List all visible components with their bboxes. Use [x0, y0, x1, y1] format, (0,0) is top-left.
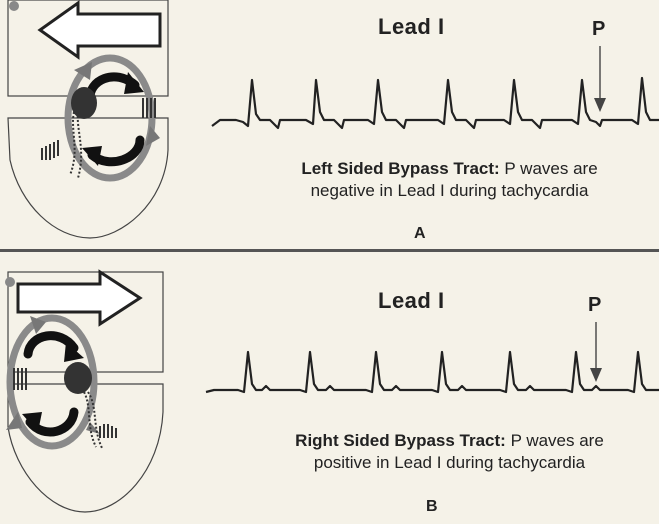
bundle-branch	[76, 111, 83, 179]
ring-arrow-head	[30, 316, 46, 334]
sinus-node-icon	[5, 277, 15, 287]
av-node-icon	[71, 87, 97, 119]
caption-rest: P waves are	[505, 431, 604, 450]
black-arrow-head	[64, 342, 84, 362]
bypass-tract-hatch	[13, 368, 27, 390]
black-arrow-head	[124, 72, 144, 94]
p-wave-label: P	[588, 294, 602, 316]
panel-b-graphics	[5, 269, 659, 513]
av-node-icon	[64, 362, 92, 394]
down-arrow-icon	[590, 322, 602, 382]
reentry-loop-icon	[6, 314, 98, 450]
conduction-arrow-icon	[37, 0, 162, 60]
lead-title: Lead I	[378, 14, 445, 39]
ecg-trace-b	[205, 350, 659, 394]
lead-title: Lead I	[378, 288, 445, 313]
panel-a-graphics	[7, 0, 659, 239]
caption-bold: Right Sided Bypass Tract:	[295, 431, 506, 450]
his-bundle-hatch	[41, 140, 59, 160]
caption-line-2: negative in Lead I during tachycardia	[310, 181, 589, 200]
caption-line-1: Left Sided Bypass Tract: P waves are	[240, 158, 659, 180]
heart-diagram-b	[5, 269, 164, 513]
ring-arrow-head	[6, 412, 22, 430]
bundle-branch	[69, 111, 76, 176]
caption-line-1: Right Sided Bypass Tract: P waves are	[240, 430, 659, 452]
caption-bold: Left Sided Bypass Tract:	[301, 159, 500, 178]
p-wave-label: P	[592, 18, 606, 40]
caption-a: Left Sided Bypass Tract: P waves are neg…	[240, 158, 659, 202]
ventricle-outline	[7, 383, 164, 513]
caption-b: Right Sided Bypass Tract: P waves are po…	[240, 430, 659, 474]
bundle-branch	[83, 391, 97, 448]
bundle-branch	[87, 391, 103, 449]
panel-letter: B	[426, 498, 438, 515]
panel-a: Lead I P Left Sided Bypass Tract: P wave…	[0, 0, 659, 250]
his-bundle-hatch	[99, 424, 117, 438]
sinus-node-icon	[9, 1, 19, 11]
ventricle-outline	[7, 117, 169, 239]
bypass-tract-hatch	[142, 98, 156, 118]
panel-letter: A	[414, 225, 426, 242]
black-arrow-head	[22, 412, 42, 432]
panel-divider	[0, 249, 659, 252]
black-loop-arrow	[23, 331, 79, 359]
down-arrow-icon	[594, 46, 606, 112]
black-arrow-head	[82, 146, 102, 166]
caption-line-2: positive in Lead I during tachycardia	[313, 453, 586, 472]
panel-b: Lead I P Right Sided Bypass Tract: P wav…	[0, 262, 659, 524]
caption-rest: P waves are	[499, 159, 598, 178]
ring-arrow-head	[74, 62, 92, 80]
conduction-arrow-icon	[16, 269, 143, 327]
ring-arrow-head	[146, 126, 160, 146]
heart-diagram-a	[7, 0, 169, 239]
ecg-trace-a	[211, 76, 659, 130]
